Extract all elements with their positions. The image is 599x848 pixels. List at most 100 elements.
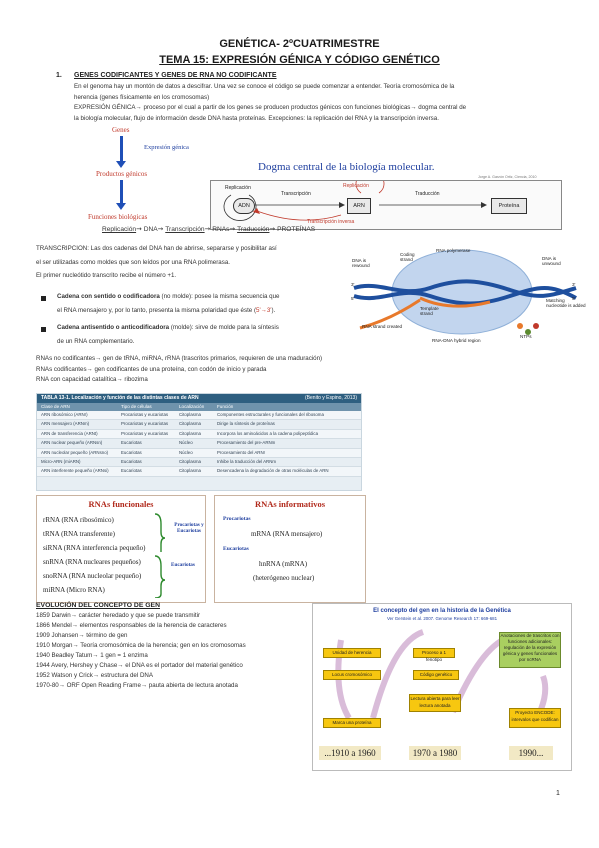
evolution-item: 1909 Johansen→ término de gen (36, 632, 128, 639)
hybrid-label: RNA-DNA hybrid region (432, 338, 481, 343)
box-title: RNAs informativos (254, 499, 326, 509)
concept-box: Unidad de herencia (323, 648, 381, 658)
section-number: 1. (56, 72, 62, 79)
arrow-head-icon (116, 203, 126, 210)
flow-step: Traducción (237, 226, 270, 233)
adn-node: ADN (233, 198, 255, 214)
rna-item: rRNA (RNA ribosómico) (43, 516, 114, 524)
rna-classes-table: TABLA 13-1. Localización y función de la… (36, 393, 362, 491)
table-header-cell: Tipo de células (121, 404, 152, 409)
flow-step: DNA (143, 226, 158, 233)
dogma-credit: Jorge A. Garzón Ortiz, Ciencia, 2010 (478, 175, 537, 179)
bullet-bold: Cadena con sentido o codificadora (57, 293, 160, 300)
flow-step: PROTEÍNAS (277, 226, 316, 233)
rna-item: snRNA (RNA nucleares pequeños) (43, 558, 141, 566)
dogma-diagram: Replicación Replicación ADN ARN Proteína… (210, 180, 562, 230)
rnas-informativos-box: RNAs informativos Procariotas mRNA (RNA … (214, 495, 366, 603)
matching-label: Matching nucleotide is added (546, 298, 586, 308)
transcription-line: El primer nucleótido transcrito recibe e… (36, 272, 177, 279)
rna-item: snoRNA (RNA nucleolar pequeño) (43, 572, 142, 580)
table-row: ARN interferente pequeño (ARNsi)Eucariot… (37, 467, 361, 477)
rna-item: (heterógeneo nuclear) (253, 574, 315, 582)
rna-item: miRNA (Micro RNA) (43, 586, 105, 594)
rna-created-label: RNA strand created (362, 324, 403, 329)
bullet-bold: Cadena antisentido o anticodificadora (57, 324, 170, 331)
era-label: 1990... (509, 746, 553, 760)
dna-unwound-label: DNA is unwound (542, 256, 561, 266)
brace-label: Eucariotas (171, 562, 195, 568)
flow-step: Transcripción (165, 226, 205, 233)
rna-polymerase-figure (353, 249, 577, 335)
concept-box: Proyecto ENCODE: intervalos que codifica… (509, 708, 561, 728)
rna-item: siRNA (RNA interferencia pequeño) (43, 544, 146, 552)
section1-line: En el genoma hay un montón de datos a de… (74, 83, 455, 90)
era-label: ...1910 a 1960 (319, 746, 381, 760)
bullet-rest: (molde): sirve de molde para la síntesis (169, 324, 279, 331)
arrow-down-icon (120, 180, 123, 204)
transcription-line: el ser utilizadas como moldes que son le… (36, 258, 230, 266)
rna-item: hnRNA (mRNA) (259, 560, 308, 568)
arrow-head-icon (116, 161, 126, 168)
concept-box: Locus cromosómico (323, 670, 381, 680)
concept-box: Anotaciones de trascritos con funciones … (499, 632, 561, 668)
ntps-label: NTPs (520, 334, 532, 339)
rna-polymerase-label: RNA polymerase (436, 248, 471, 253)
group-label: Procariotas (223, 516, 251, 522)
dogma-flow: Replicación→ DNA→ Transcripción→ RNAs→ T… (102, 225, 316, 233)
concept-box: Código genético (413, 670, 459, 680)
funciones-label: Funciones biológicas (88, 213, 148, 221)
rna-type-line: RNAs codificantes→ gen codificantes de u… (36, 365, 267, 373)
arn-node: ARN (347, 198, 371, 214)
traduccion-label: Traducción (415, 191, 440, 197)
slide-title: El concepto del gen en la historia de la… (373, 608, 511, 614)
rna-types: RNAs no codificantes→ gen de tRNA, miRNA… (36, 354, 556, 386)
section1-line: EXPRESIÓN GÉNICA→ proceso por el cual a … (74, 104, 467, 111)
rna-item: mRNA (RNA mensajero) (251, 530, 323, 538)
brace-label: Procariotas y Eucariotas (174, 522, 204, 534)
bullet-line: de un RNA complementario. (57, 337, 135, 345)
coding-strand-label: Coding strand (400, 252, 415, 262)
concept-box: Lectura abierta para leer lectura anotad… (409, 694, 461, 712)
page-number: 1 (556, 790, 560, 797)
proteina-node: Proteína (491, 198, 527, 214)
dna-rewound-label: DNA is rewound (352, 258, 370, 268)
bullet-rest: (no molde): posee la misma secuencia que (159, 293, 280, 300)
evolution-item: 1866 Mendel→ elementos responsables de l… (36, 622, 227, 629)
era-label: 1970 a 1980 (409, 746, 461, 760)
strand-end-label: 5' (351, 296, 355, 301)
brace-icon (154, 513, 166, 598)
bullet-coding: Cadena con sentido o codificadora (no mo… (57, 292, 347, 316)
strand-end-label: 5' (572, 296, 576, 301)
evolution-item: 1910 Morgan→ Teoría cromosómica de la he… (36, 642, 246, 649)
evolution-item: 1944 Avery, Hershey y Chase→ el DNA es e… (36, 662, 243, 669)
table-header: Clase de ARN Tipo de células Localizació… (37, 403, 361, 411)
table-header-cell: Clase de ARN (41, 404, 70, 409)
gene-history-slide: El concepto del gen en la historia de la… (312, 603, 572, 771)
dogma-title: Dogma central de la biología molecular. (258, 161, 435, 173)
flow-step: Replicación (102, 226, 137, 233)
table-header-cell: Localización (179, 404, 205, 409)
table-header-cell: Función (217, 404, 234, 409)
table-row: ARN nucleolar pequeño (ARNsno)Eucariotas… (37, 448, 361, 458)
bullet-icon (41, 296, 46, 301)
evolution-item: 1859 Darwin→ carácter heredado y que se … (36, 612, 201, 619)
strand-end-label: 3' (572, 282, 576, 287)
dogma-arrows (223, 181, 487, 221)
template-strand-label: Template strand (420, 306, 439, 316)
rna-item: tRNA (RNA transferente) (43, 530, 115, 538)
table-body: ARN ribosómico (ARNr)Procariotas y eucar… (37, 411, 361, 477)
polarity-text: 5'→3' (256, 306, 272, 314)
evolution-list: 1859 Darwin→ carácter heredado y que se … (36, 611, 306, 691)
group-label: Eucariotas (223, 546, 249, 552)
rna-type-line: RNA con capacidad catalítica→ ribozima (36, 376, 148, 383)
table-row: ARN mensajero (ARNm)Procariotas y eucari… (37, 420, 361, 430)
concept-box: Proceso a 1 fenotipo (413, 648, 455, 662)
strand-end-label: 3' (351, 282, 355, 287)
bullet-icon (41, 327, 46, 332)
table-row: ARN ribosómico (ARNr)Procariotas y eucar… (37, 411, 361, 421)
rna-type-line: RNAs no codificantes→ gen de tRNA, miRNA… (36, 355, 323, 362)
section1-body: En el genoma hay un montón de datos a de… (74, 82, 574, 124)
rnas-funcionales-box: RNAs funcionales rRNA (RNA ribosómico) t… (36, 495, 206, 603)
